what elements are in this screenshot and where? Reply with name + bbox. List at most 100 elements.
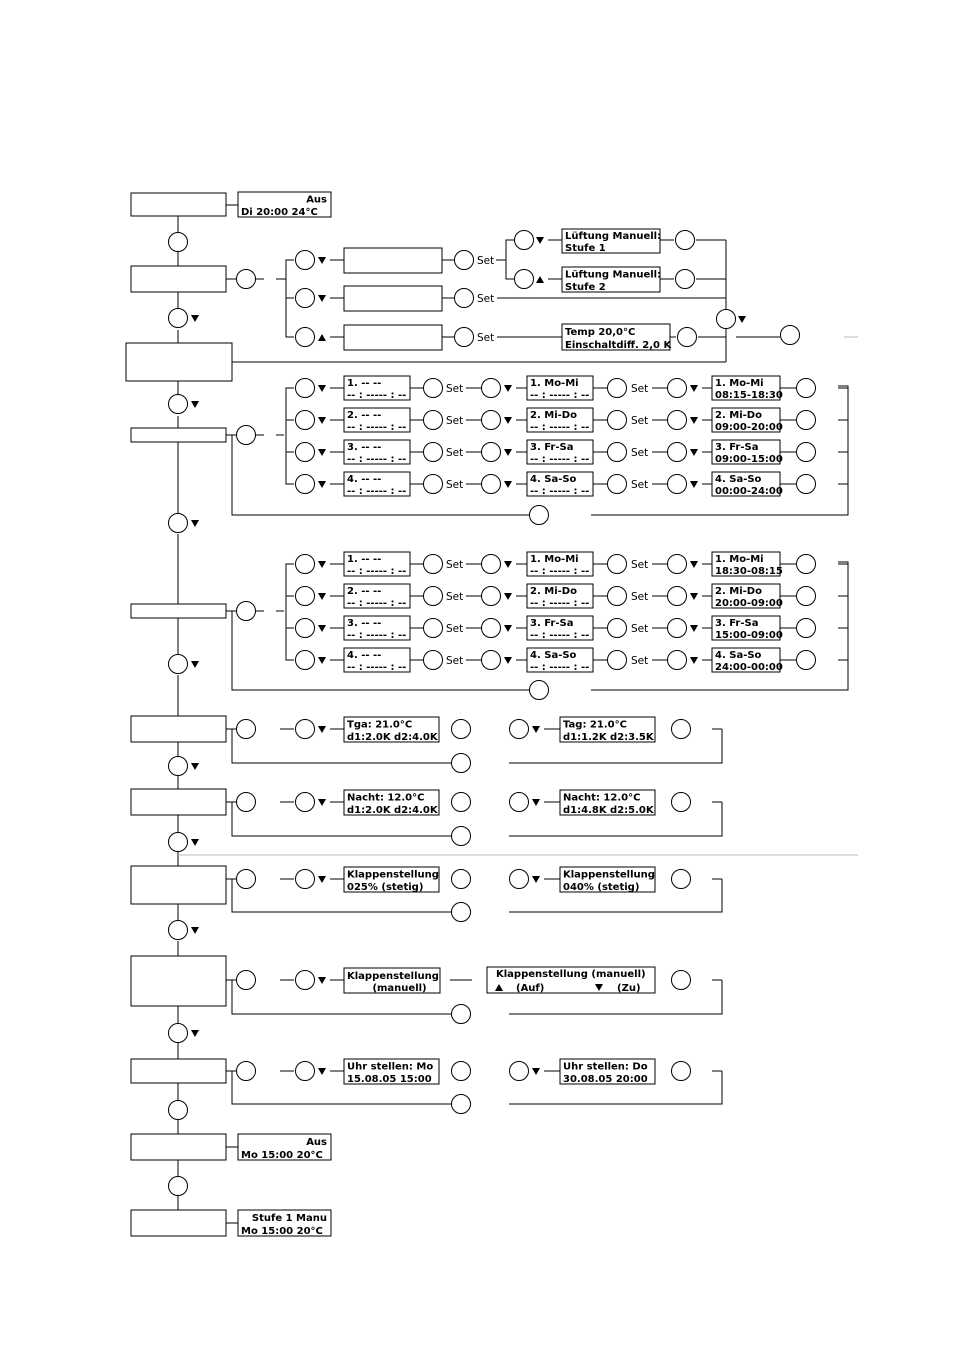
display-close-label: (Zu) (617, 983, 641, 994)
key-button-icon (423, 442, 443, 462)
program-empty-display (343, 647, 411, 673)
display-line-1: Klappenstellung (563, 870, 655, 881)
key-button-icon (295, 250, 315, 270)
program-time-display (711, 471, 781, 497)
program-day-display (526, 551, 594, 577)
display-line-2: -- : ----- : -- (530, 630, 589, 641)
night-temp-after-display (559, 789, 656, 816)
key-button-icon (796, 378, 816, 398)
display-line-1: 4. -- -- (347, 650, 381, 661)
program-empty-display (343, 375, 411, 401)
key-button-icon (295, 719, 315, 739)
arrow-down-icon (318, 657, 326, 664)
flap-manual-before-display (343, 967, 441, 994)
display-line-1: 2. Mi-Do (530, 586, 577, 597)
return-line (231, 802, 451, 837)
program-branch (285, 387, 294, 485)
return-line (231, 729, 451, 764)
temperature-display (561, 323, 671, 351)
arrow-down-icon (738, 316, 746, 323)
arrow-down-icon (690, 385, 698, 392)
key-button-icon (423, 410, 443, 430)
return-line (509, 802, 723, 837)
key-button-icon (607, 554, 627, 574)
display-line-2: Stufe 2 (565, 282, 606, 293)
key-button-icon (236, 970, 256, 990)
set-key-label: Set (477, 293, 494, 305)
display-line-1: 4. Sa-So (715, 650, 762, 661)
key-button-icon (481, 618, 501, 638)
key-button-icon (529, 680, 549, 700)
program-return (591, 385, 849, 516)
key-button-icon (295, 970, 315, 990)
arrow-up-icon (495, 984, 503, 991)
key-button-icon (671, 1061, 691, 1081)
program-day-display (526, 647, 594, 673)
key-button-icon (454, 288, 474, 308)
key-button-icon (236, 869, 256, 889)
key-button-icon (295, 586, 315, 606)
program-time-display (711, 439, 781, 465)
program-time-display (711, 407, 781, 433)
key-button-icon (671, 869, 691, 889)
display-line-2: 15:00-09:00 (715, 630, 783, 641)
key-button-icon (451, 902, 471, 922)
display-line-1: Stufe 1 Manu (252, 1213, 327, 1224)
key-button-icon (295, 442, 315, 462)
arrow-down-icon (690, 449, 698, 456)
arrow-down-icon (318, 385, 326, 392)
display-line-2: 025% (stetig) (347, 882, 423, 893)
menu-level-box (130, 955, 227, 1007)
arrow-down-icon (318, 449, 326, 456)
night-temp-before-display (343, 789, 440, 816)
display-line-1: 3. -- -- (347, 618, 381, 629)
program-time-display (711, 375, 781, 401)
display-line-1: Klappenstellung (347, 971, 439, 982)
menu-level-box (130, 865, 227, 905)
program-time-display (711, 551, 781, 577)
key-button-icon (796, 442, 816, 462)
key-button-icon (481, 650, 501, 670)
set-key-label: Set (477, 332, 494, 344)
key-button-icon (451, 1061, 471, 1081)
key-button-icon (236, 792, 256, 812)
display-open-label: (Auf) (516, 983, 544, 994)
set-key-label: Set (631, 623, 648, 635)
submenu-box (343, 285, 443, 312)
key-button-icon (796, 650, 816, 670)
key-button-icon (168, 513, 188, 533)
display-line-1: Nacht: 12.0°C (347, 793, 424, 804)
display-line-1: 1. Mo-Mi (715, 378, 764, 389)
arrow-down-icon (532, 1068, 540, 1075)
arrow-down-icon (318, 1068, 326, 1075)
display-line-1: 1. -- -- (347, 378, 381, 389)
display-line-2: -- : ----- : -- (347, 630, 406, 641)
key-button-icon (454, 250, 474, 270)
arrow-down-icon (191, 839, 199, 846)
display-line-1: 3. -- -- (347, 442, 381, 453)
key-button-icon (236, 601, 256, 621)
flap-continuous-after-display (559, 866, 656, 893)
program-time-display (711, 647, 781, 673)
program-empty-display (343, 615, 411, 641)
ventilation-manual-1-display (561, 228, 661, 254)
display-line-2: -- : ----- : -- (347, 598, 406, 609)
key-button-icon (423, 618, 443, 638)
arrow-down-icon (690, 657, 698, 664)
display-line-2: -- : ----- : -- (530, 390, 589, 401)
arrow-up-icon (536, 276, 544, 283)
arrow-down-icon (532, 726, 540, 733)
key-button-icon (236, 425, 256, 445)
submenu-box (343, 324, 443, 351)
status-display-manual (237, 1209, 332, 1237)
program-empty-display (343, 551, 411, 577)
arrow-down-icon (690, 417, 698, 424)
key-button-icon (716, 309, 736, 329)
key-button-icon (451, 792, 471, 812)
set-key-label: Set (477, 255, 494, 267)
key-button-icon (451, 1094, 471, 1114)
arrow-down-icon (504, 625, 512, 632)
key-button-icon (423, 586, 443, 606)
arrow-down-icon (318, 417, 326, 424)
key-button-icon (514, 230, 534, 250)
